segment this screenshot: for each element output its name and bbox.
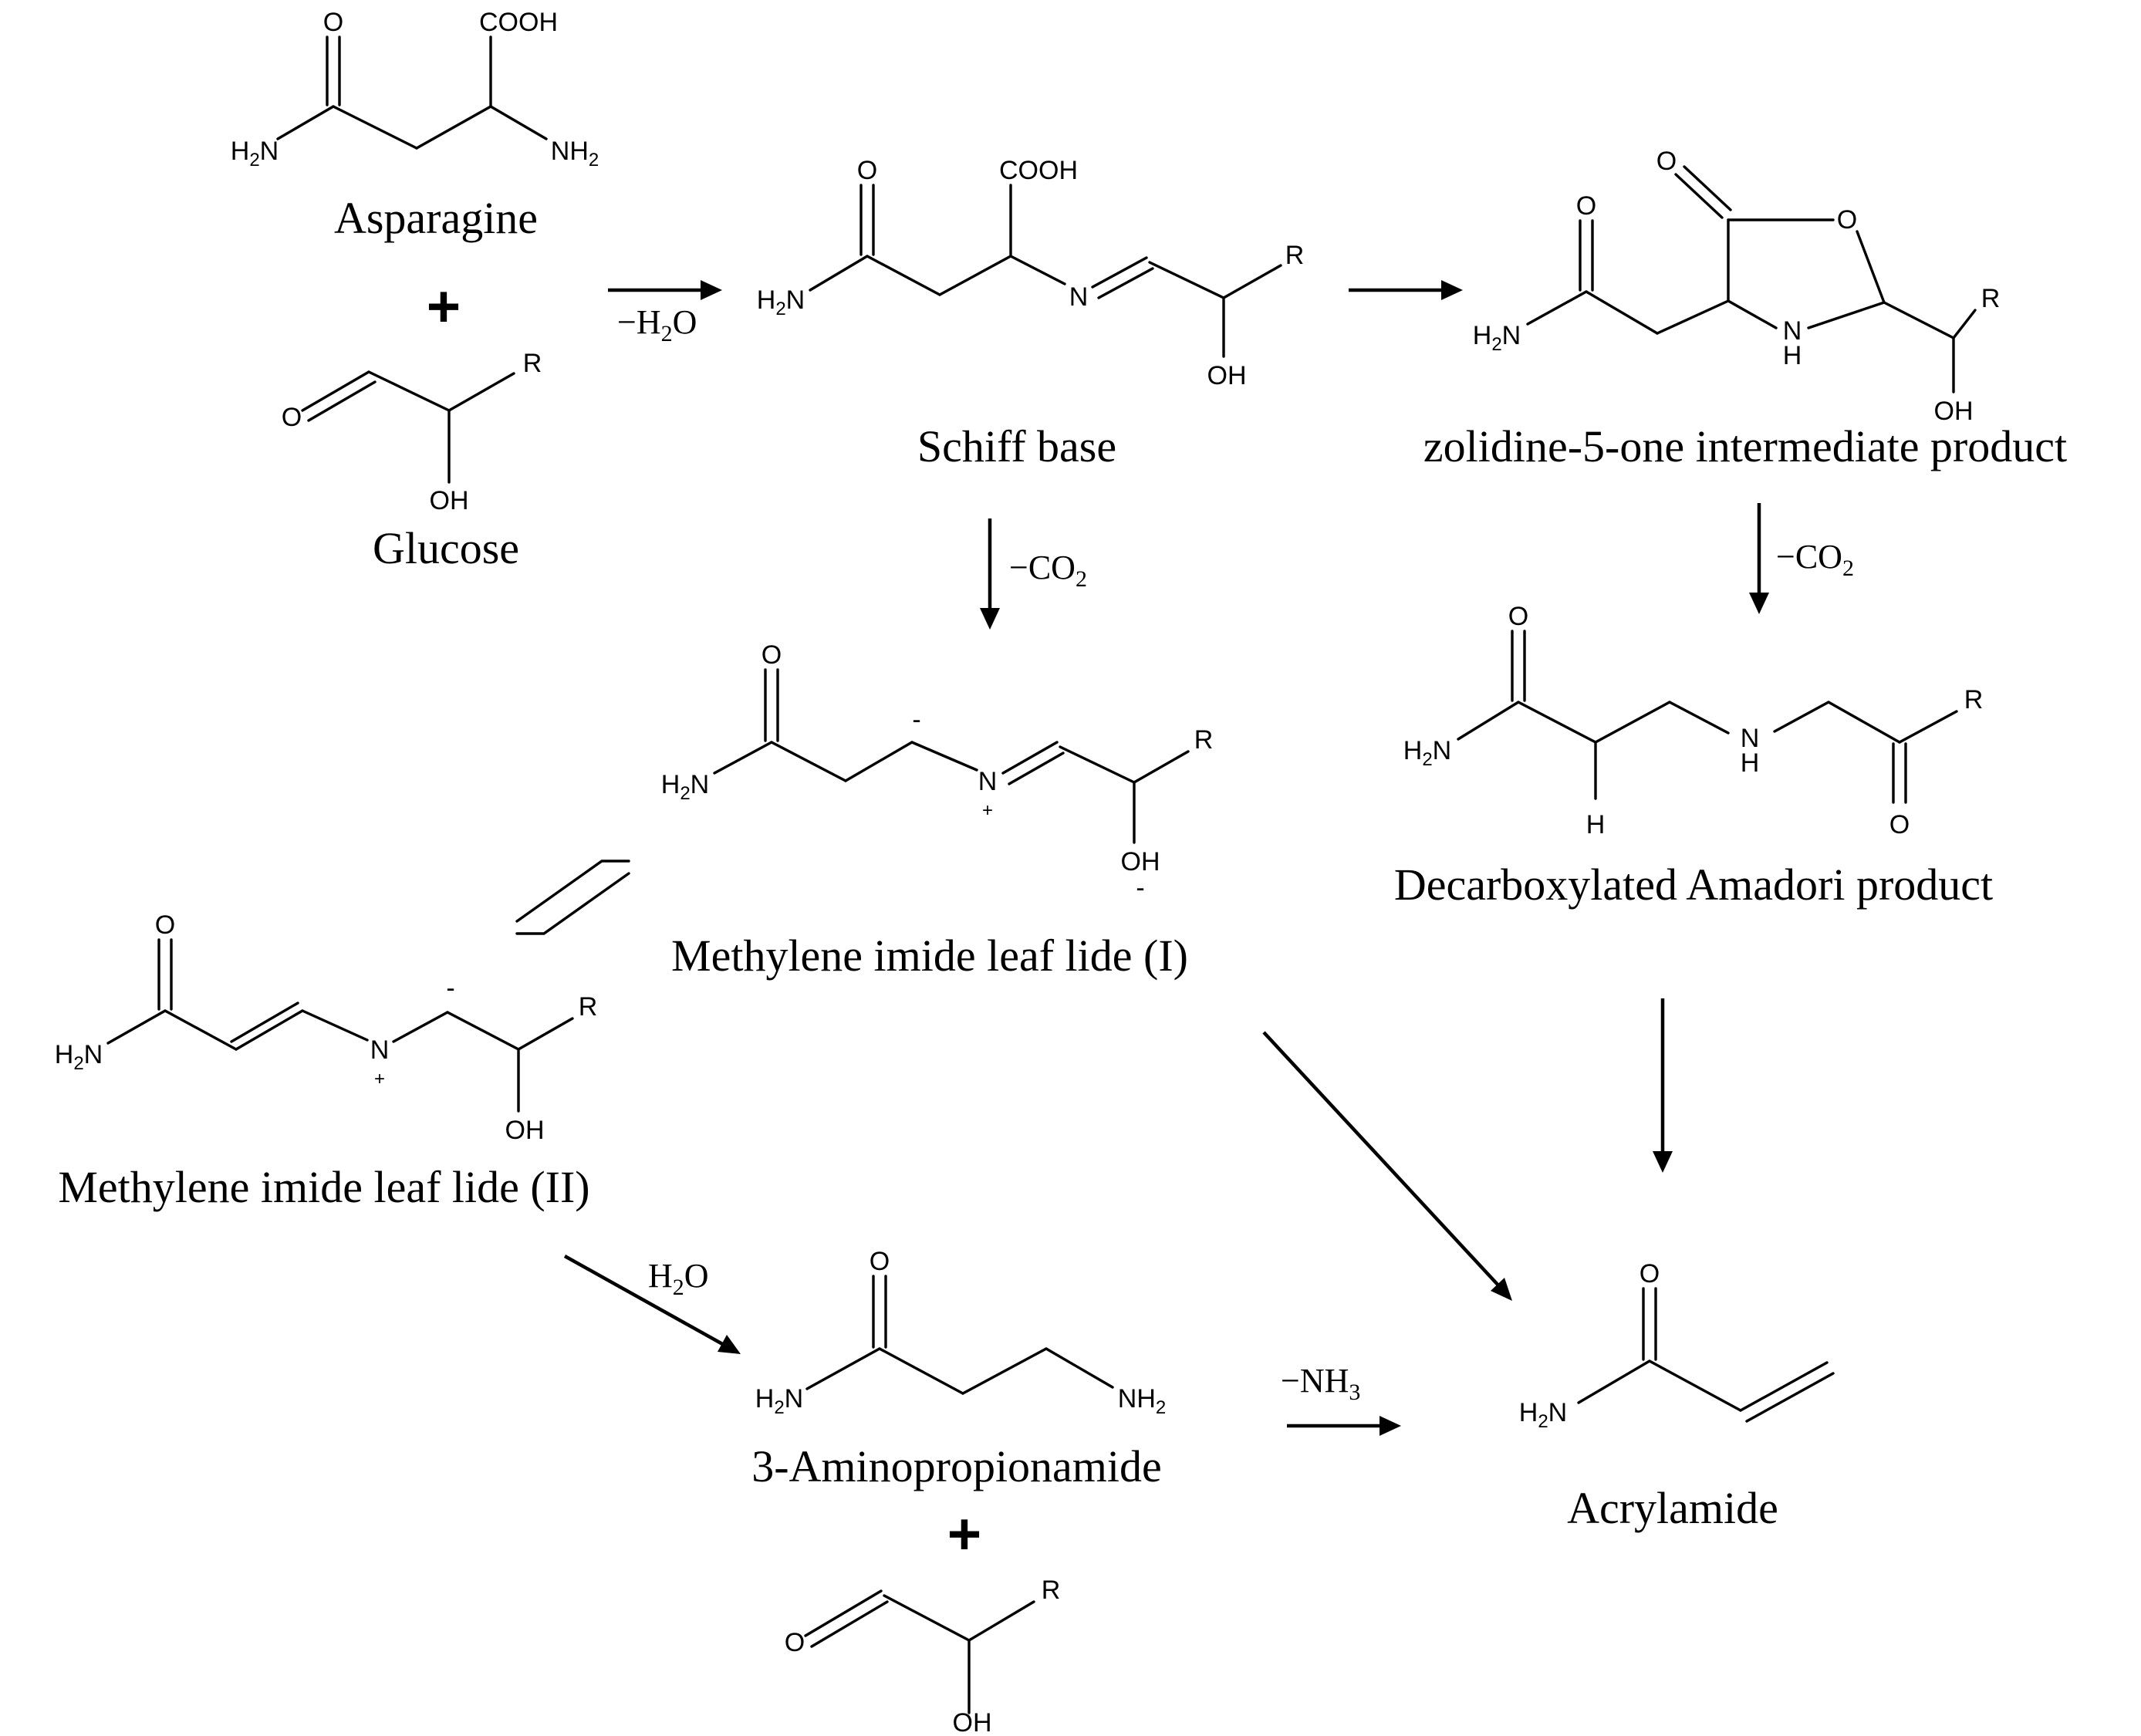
amadori-label: Decarboxylated Amadori product <box>1394 860 1993 910</box>
atom-o: O <box>785 1628 805 1657</box>
acrylamide-structure: O H2N <box>1519 1259 1835 1432</box>
glucose-structure-bottom: O R OH <box>785 1576 1061 1736</box>
atom-h2n: H2N <box>231 137 279 171</box>
amadori-structure: O H2N N H H R O <box>1403 602 1984 839</box>
atom-o: O <box>1508 602 1528 631</box>
condition-minus-water: −H2O <box>617 303 697 346</box>
aminopropionamide-structure: O H2N NH2 <box>755 1247 1166 1418</box>
atom-cooh: COOH <box>999 156 1078 185</box>
atom-cooh: COOH <box>479 8 558 37</box>
oxazolidinone-label: zolidine-5-one intermediate product <box>1423 421 2067 471</box>
acrylamide-label: Acrylamide <box>1567 1483 1778 1533</box>
ylide-2-structure: O H2N N + - R OH <box>55 910 598 1145</box>
atom-oh: OH <box>1934 397 1974 426</box>
atom-oh: OH <box>1121 847 1160 876</box>
arrowhead <box>1749 593 1769 614</box>
atom-h: H <box>1741 748 1760 778</box>
ylide-1-label: Methylene imide leaf lide (I) <box>671 930 1188 981</box>
arrow-ylide-to-acrylamide <box>1262 1031 1501 1288</box>
atom-o: O <box>323 8 343 37</box>
oxazolidinone-structure: O O O H2N N H R OH <box>1473 147 2001 426</box>
condition-minus-co2-left: −CO2 <box>1009 549 1087 592</box>
arrowhead <box>1379 1416 1401 1436</box>
arrow-hydrolysis <box>563 1255 727 1347</box>
arrowhead <box>701 280 722 300</box>
atom-nh2: NH2 <box>1118 1384 1166 1418</box>
condition-water: H2O <box>648 1257 709 1300</box>
atom-oh: OH <box>1207 361 1247 390</box>
atom-o: O <box>155 910 175 940</box>
atom-n: N <box>1783 316 1802 346</box>
ylide-2-label: Methylene imide leaf lide (II) <box>58 1162 589 1212</box>
arrowhead <box>1491 1278 1512 1301</box>
atom-h2n: H2N <box>1403 736 1451 770</box>
arrowhead <box>718 1335 741 1354</box>
equilibrium-arrows <box>515 860 630 935</box>
schiff-base-label: Schiff base <box>917 421 1116 471</box>
charge-minus: - <box>1136 873 1144 903</box>
atom-o: O <box>857 156 877 185</box>
atom-o: O <box>1837 205 1857 235</box>
charge-minus: - <box>446 974 454 1003</box>
atom-nh2: NH2 <box>551 137 599 171</box>
atom-o: O <box>1889 810 1910 839</box>
aminopropionamide-label: 3-Aminopropionamide <box>751 1441 1162 1491</box>
atom-r: R <box>1964 685 1984 714</box>
atom-h2n: H2N <box>755 1384 803 1418</box>
atom-r: R <box>1042 1576 1061 1605</box>
atom-o: O <box>282 403 302 432</box>
charge-minus: - <box>912 705 920 735</box>
atom-r: R <box>1285 241 1305 270</box>
plus-sign-top: + <box>427 274 461 339</box>
atom-o: O <box>762 640 782 670</box>
glucose-structure: O R OH <box>282 349 542 515</box>
atom-n: N <box>370 1035 390 1065</box>
atom-h2n: H2N <box>55 1040 103 1074</box>
glucose-label: Glucose <box>373 523 519 573</box>
atom-h2n: H2N <box>661 770 709 804</box>
arrowhead <box>980 608 1000 630</box>
atom-oh: OH <box>953 1708 992 1736</box>
atom-o: O <box>1576 191 1596 221</box>
schiff-base-structure: O COOH H2N N R OH <box>757 156 1305 390</box>
atom-n: N <box>1741 724 1760 753</box>
arrowhead <box>1653 1151 1673 1173</box>
atom-o: O <box>1656 147 1677 176</box>
atom-r: R <box>523 349 542 378</box>
asparagine-label: Asparagine <box>334 193 538 243</box>
ylide-1-structure: O H2N N + - R OH - <box>661 640 1214 903</box>
arrowhead <box>1441 280 1463 300</box>
plus-sign-bottom: + <box>947 1501 981 1567</box>
atom-oh: OH <box>505 1116 545 1145</box>
charge-plus: + <box>982 800 993 821</box>
atom-r: R <box>1194 725 1214 755</box>
atom-h2n: H2N <box>757 285 805 319</box>
atom-h2n: H2N <box>1473 321 1521 355</box>
asparagine-structure: O COOH H2N NH2 <box>231 8 599 171</box>
atom-n: N <box>1069 282 1089 312</box>
atom-n: N <box>978 767 998 796</box>
atom-o: O <box>870 1247 890 1276</box>
atom-h: H <box>1783 341 1802 370</box>
atom-oh: OH <box>430 486 469 515</box>
atom-r: R <box>1981 284 2001 313</box>
atom-h2n: H2N <box>1519 1398 1567 1432</box>
atom-r: R <box>579 992 598 1022</box>
condition-minus-co2-right: −CO2 <box>1776 538 1854 581</box>
charge-plus: + <box>374 1069 385 1089</box>
atom-h: H <box>1586 810 1606 839</box>
atom-o: O <box>1640 1259 1660 1288</box>
condition-minus-ammonia: −NH3 <box>1281 1362 1360 1405</box>
